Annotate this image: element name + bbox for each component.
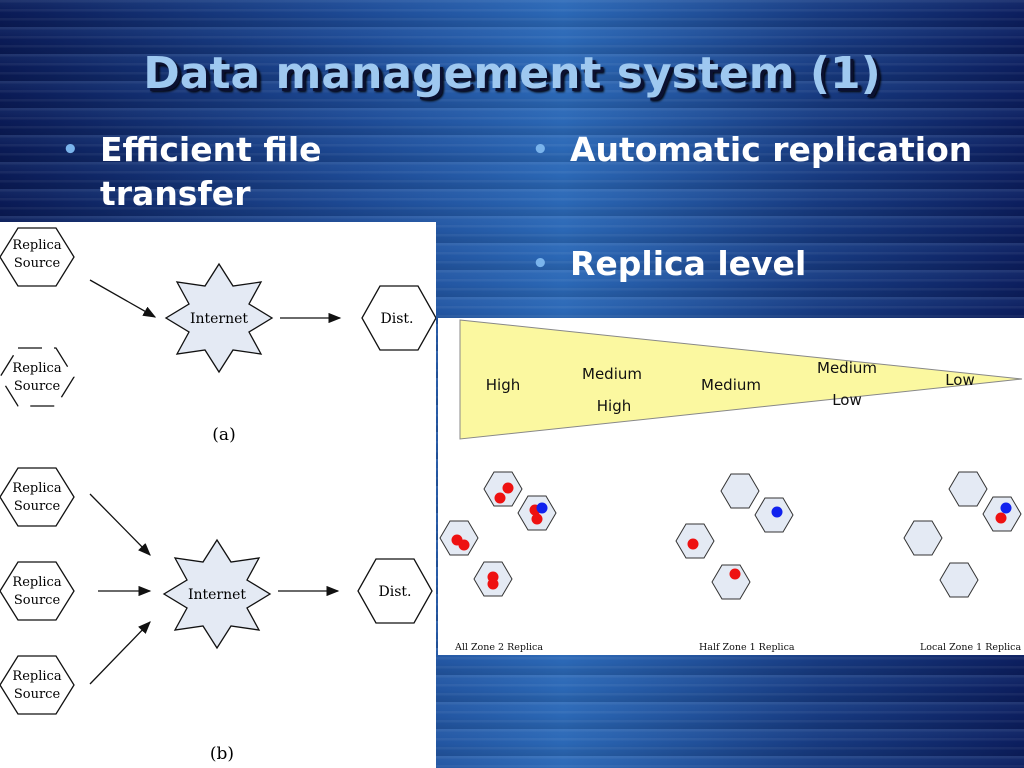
file-transfer-diagram: Replica Source Replica Source Internet D… bbox=[0, 222, 436, 768]
caption-all-zone: All Zone 2 Replica bbox=[454, 642, 543, 653]
replica-level-diagram: High Medium High Medium Medium Low Low bbox=[438, 318, 1024, 655]
svg-text:Source: Source bbox=[14, 593, 61, 608]
svg-text:Source: Source bbox=[14, 499, 61, 514]
bullet-text: Automatic replication bbox=[570, 130, 973, 169]
replica-level-wedge bbox=[459, 319, 1023, 440]
replica-source-node: Replica Source bbox=[0, 561, 75, 621]
replica-source-node: Replica Source bbox=[0, 227, 75, 287]
internet-node: Internet bbox=[162, 538, 272, 650]
svg-text:Replica: Replica bbox=[12, 575, 61, 590]
svg-text:Replica: Replica bbox=[12, 361, 61, 376]
slide-title: Data management system (1) bbox=[143, 48, 881, 99]
caption-local-zone: Local Zone 1 Replica bbox=[920, 642, 1021, 653]
dist-node: Dist. bbox=[361, 285, 436, 351]
bullet-dot-icon: • bbox=[532, 249, 549, 279]
caption-half-zone: Half Zone 1 Replica bbox=[699, 642, 795, 653]
replica-source-node-dashed: Replica Source bbox=[0, 347, 75, 407]
svg-text:Replica: Replica bbox=[12, 238, 61, 253]
svg-text:Internet: Internet bbox=[190, 311, 248, 327]
svg-text:Replica: Replica bbox=[12, 669, 61, 684]
bullet-text: Replica level bbox=[570, 244, 807, 283]
replica-source-node: Replica Source bbox=[0, 655, 75, 715]
caption-a: (a) bbox=[212, 425, 235, 445]
level-medium-low-1: Medium bbox=[817, 359, 877, 377]
svg-text:Source: Source bbox=[14, 687, 61, 702]
internet-node: Internet bbox=[164, 262, 274, 374]
svg-text:Dist.: Dist. bbox=[379, 584, 412, 600]
svg-text:Replica: Replica bbox=[12, 481, 61, 496]
svg-text:Dist.: Dist. bbox=[381, 311, 414, 327]
level-high: High bbox=[486, 376, 520, 394]
bullet-dot-icon: • bbox=[532, 135, 549, 165]
replica-dots bbox=[451, 482, 1012, 590]
replica-source-node: Replica Source bbox=[0, 467, 75, 527]
bullet-replica-level: • Replica level bbox=[532, 242, 807, 286]
bullet-automatic-replication: • Automatic replication bbox=[532, 128, 973, 172]
level-medium: Medium bbox=[701, 376, 761, 394]
level-medium-high-2: High bbox=[597, 397, 631, 415]
zone-hexagons bbox=[439, 471, 1022, 600]
bullet-dot-icon: • bbox=[62, 135, 79, 165]
svg-text:Internet: Internet bbox=[188, 587, 246, 603]
svg-text:Source: Source bbox=[14, 379, 61, 394]
bullet-text: Efficient file transfer bbox=[100, 130, 322, 213]
bullet-efficient-file-transfer: • Efficient file transfer bbox=[62, 128, 400, 216]
level-low: Low bbox=[945, 371, 975, 389]
level-medium-low-2: Low bbox=[832, 391, 862, 409]
dist-node: Dist. bbox=[357, 558, 433, 624]
level-medium-high-1: Medium bbox=[582, 365, 642, 383]
caption-b: (b) bbox=[210, 744, 234, 764]
svg-text:Source: Source bbox=[14, 256, 61, 271]
